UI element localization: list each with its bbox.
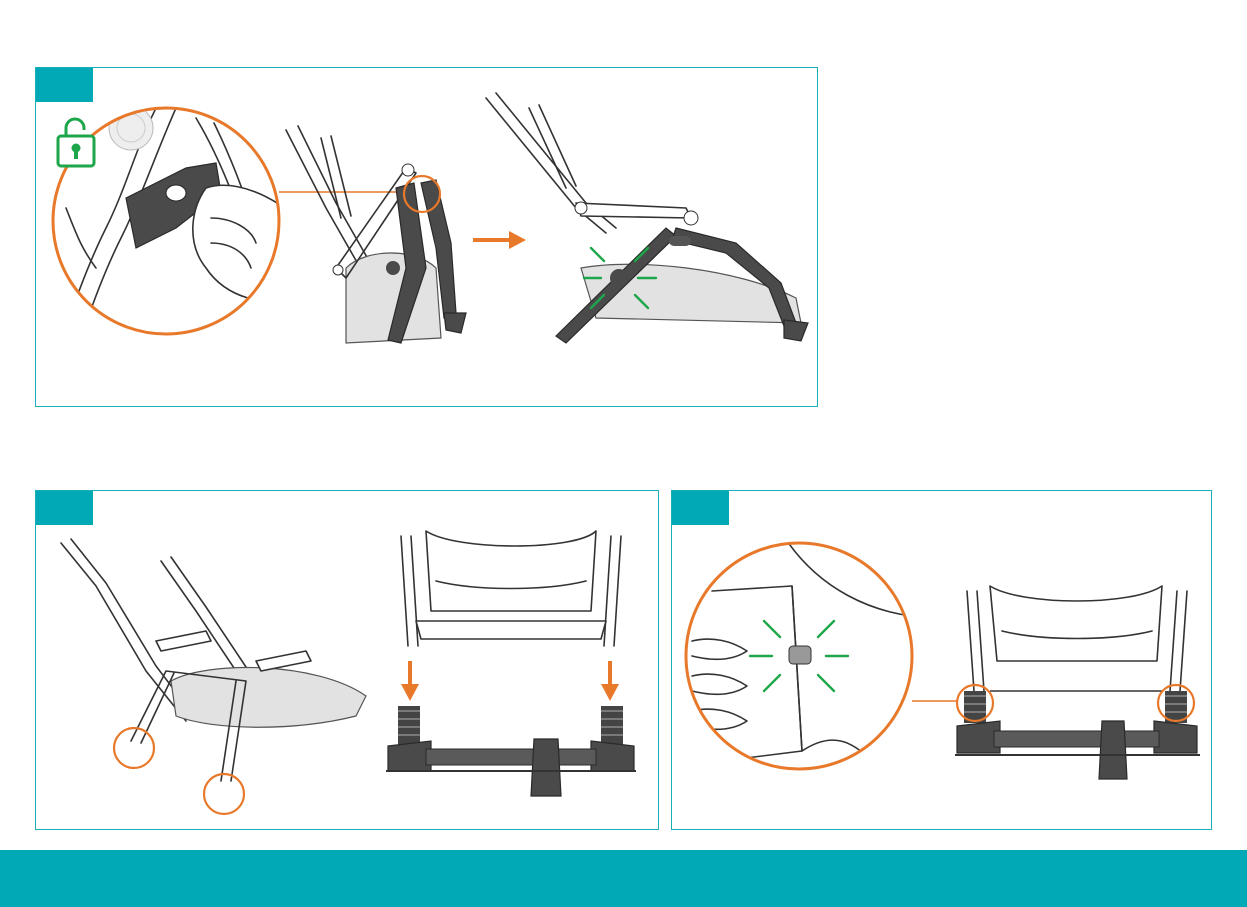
seat-front-view-drawing bbox=[386, 531, 636, 796]
seat-front-view-drawing bbox=[955, 586, 1200, 779]
instruction-panel-bottom-left bbox=[35, 490, 659, 830]
arrow-down-icon bbox=[401, 661, 619, 701]
instruction-panel-bottom-right bbox=[671, 490, 1212, 830]
folded-frame-drawing bbox=[286, 126, 466, 343]
base-frame bbox=[386, 706, 636, 796]
leg-highlight-circle bbox=[114, 728, 244, 814]
footer-bar bbox=[0, 850, 1247, 907]
unfolded-frame-drawing bbox=[486, 93, 808, 343]
bottom-left-illustration bbox=[36, 491, 660, 831]
instruction-panel-top bbox=[35, 67, 818, 407]
seat-frame-drawing bbox=[61, 539, 366, 814]
bottom-right-illustration bbox=[672, 491, 1213, 831]
top-illustration bbox=[36, 68, 819, 408]
arrow-right-icon bbox=[473, 231, 526, 249]
click-detail-magnified bbox=[682, 541, 958, 781]
base-frame bbox=[955, 685, 1200, 779]
unlock-icon bbox=[58, 119, 94, 166]
